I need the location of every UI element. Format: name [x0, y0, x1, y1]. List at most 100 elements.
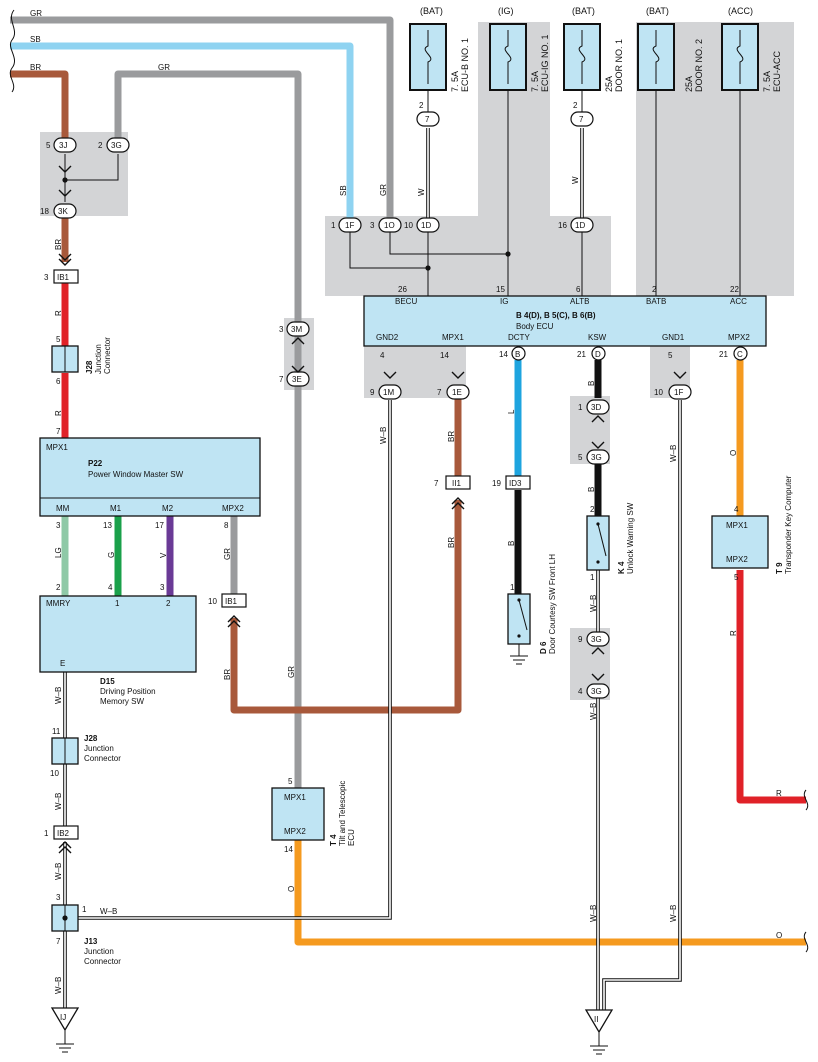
- svg-text:W–B: W–B: [54, 793, 63, 810]
- svg-text:18: 18: [40, 207, 49, 216]
- j28-junction-connector-top: 5 6 J28 Junction Connector: [51, 335, 112, 386]
- j28-junction-connector-bottom: 11 10 J28 Junction Connector: [50, 727, 121, 778]
- svg-text:7. 5A: 7. 5A: [530, 71, 540, 92]
- svg-text:3: 3: [160, 583, 165, 592]
- svg-text:1: 1: [510, 583, 515, 592]
- svg-text:22: 22: [730, 285, 739, 294]
- svg-text:1: 1: [44, 829, 49, 838]
- svg-text:Memory SW: Memory SW: [100, 697, 144, 706]
- svg-text:13: 13: [103, 521, 112, 530]
- fuse-ecu-acc: (ACC) 7. 5A ECU-ACC: [721, 6, 782, 92]
- body-ecu-name: Body ECU: [516, 322, 554, 331]
- svg-text:14: 14: [499, 350, 508, 359]
- break-right-r: [803, 789, 809, 811]
- wire-sb: [10, 42, 354, 222]
- svg-text:9: 9: [578, 635, 583, 644]
- svg-text:Connector: Connector: [103, 337, 112, 374]
- svg-text:Transponder Key Computer: Transponder Key Computer: [784, 475, 793, 574]
- inline-connectors: IB1 3 IB1 10 IB2 1 II1 7 ID3 19: [44, 269, 531, 840]
- svg-text:B: B: [515, 350, 520, 359]
- svg-text:1E: 1E: [452, 388, 462, 397]
- svg-text:Door Courtesy SW Front LH: Door Courtesy SW Front LH: [548, 554, 557, 654]
- body-ecu-code: B 4(D), B 5(C), B 6(B): [516, 311, 596, 320]
- svg-text:11: 11: [52, 727, 61, 736]
- svg-text:1: 1: [115, 599, 120, 608]
- svg-text:17: 17: [155, 521, 164, 530]
- svg-text:5: 5: [288, 777, 293, 786]
- svg-text:C: C: [737, 350, 743, 359]
- svg-text:1: 1: [578, 403, 583, 412]
- svg-text:D 6: D 6: [539, 641, 548, 654]
- svg-text:25A: 25A: [684, 76, 694, 92]
- d15-driving-position-memory-sw: MMRY E D15 Driving Position Memory SW: [39, 595, 197, 706]
- svg-text:MPX2: MPX2: [284, 827, 306, 836]
- svg-text:4: 4: [734, 505, 739, 514]
- svg-text:IB1: IB1: [225, 597, 238, 606]
- t9-transponder-key-computer: MPX1 MPX2 T 9 Transponder Key Computer: [711, 475, 793, 574]
- svg-text:7: 7: [56, 427, 61, 436]
- svg-text:16: 16: [558, 221, 567, 230]
- svg-text:ID3: ID3: [509, 479, 522, 488]
- break-left: [9, 9, 16, 93]
- svg-text:R: R: [729, 630, 738, 636]
- svg-text:4: 4: [108, 583, 113, 592]
- svg-text:W–B: W–B: [589, 905, 598, 922]
- svg-text:O: O: [287, 886, 296, 892]
- k4-unlock-warning-switch: 2 1 K 4 Unlock Warning SW: [586, 502, 635, 582]
- svg-text:3: 3: [370, 221, 375, 230]
- svg-text:19: 19: [492, 479, 501, 488]
- svg-text:Connector: Connector: [84, 957, 121, 966]
- svg-text:Unlock Warning SW: Unlock Warning SW: [626, 502, 635, 574]
- svg-text:GR: GR: [158, 63, 170, 72]
- svg-text:(IG): (IG): [498, 6, 514, 16]
- svg-text:T 4: T 4: [329, 834, 338, 846]
- svg-text:ECU: ECU: [347, 829, 356, 846]
- svg-text:(ACC): (ACC): [728, 6, 753, 16]
- svg-text:B: B: [587, 381, 596, 386]
- svg-text:5: 5: [56, 335, 61, 344]
- svg-text:5: 5: [668, 351, 673, 360]
- svg-text:W–B: W–B: [54, 977, 63, 994]
- wire-o-bottom: [294, 840, 806, 946]
- d6-door-courtesy-switch: 1 D 6 Door Courtesy SW Front LH: [507, 554, 557, 665]
- svg-text:8: 8: [224, 521, 229, 530]
- svg-text:W–B: W–B: [100, 907, 117, 916]
- svg-text:O: O: [729, 450, 738, 456]
- svg-text:7: 7: [279, 375, 284, 384]
- svg-text:DOOR NO. 2: DOOR NO. 2: [694, 39, 704, 92]
- svg-text:Power Window Master SW: Power Window Master SW: [88, 470, 184, 479]
- svg-text:Driving Position: Driving Position: [100, 687, 156, 696]
- svg-text:7. 5A: 7. 5A: [450, 71, 460, 92]
- svg-text:10: 10: [208, 597, 217, 606]
- svg-text:7. 5A: 7. 5A: [762, 71, 772, 92]
- svg-text:MPX1: MPX1: [46, 443, 68, 452]
- junction-dot-1: [425, 265, 431, 271]
- svg-text:10: 10: [50, 769, 59, 778]
- svg-text:MPX2: MPX2: [222, 504, 244, 513]
- svg-text:Tilt and Telescopic: Tilt and Telescopic: [338, 781, 347, 846]
- svg-text:SB: SB: [339, 185, 348, 196]
- svg-text:GR: GR: [223, 548, 232, 560]
- svg-text:21: 21: [577, 350, 586, 359]
- svg-text:1D: 1D: [575, 221, 585, 230]
- svg-text:T 9: T 9: [775, 562, 784, 574]
- svg-text:GR: GR: [287, 666, 296, 678]
- svg-text:W–B: W–B: [54, 863, 63, 880]
- svg-text:3G: 3G: [111, 141, 122, 150]
- svg-text:MPX1: MPX1: [284, 793, 306, 802]
- svg-text:2: 2: [419, 101, 424, 110]
- svg-text:3E: 3E: [292, 375, 302, 384]
- svg-text:MPX1: MPX1: [726, 521, 748, 530]
- break-right-o: [803, 931, 809, 953]
- svg-text:15: 15: [496, 285, 505, 294]
- p22-power-window-master-sw: MPX1 P22 Power Window Master SW MM M1 M2…: [39, 437, 261, 517]
- svg-text:3: 3: [56, 521, 61, 530]
- svg-text:1M: 1M: [383, 388, 394, 397]
- svg-text:3K: 3K: [58, 207, 68, 216]
- wire-gr-left: [114, 70, 302, 795]
- svg-text:E: E: [60, 659, 65, 668]
- svg-text:R: R: [54, 410, 63, 416]
- shade-ecu-top: [325, 216, 611, 296]
- svg-text:1: 1: [331, 221, 336, 230]
- svg-text:D: D: [595, 350, 601, 359]
